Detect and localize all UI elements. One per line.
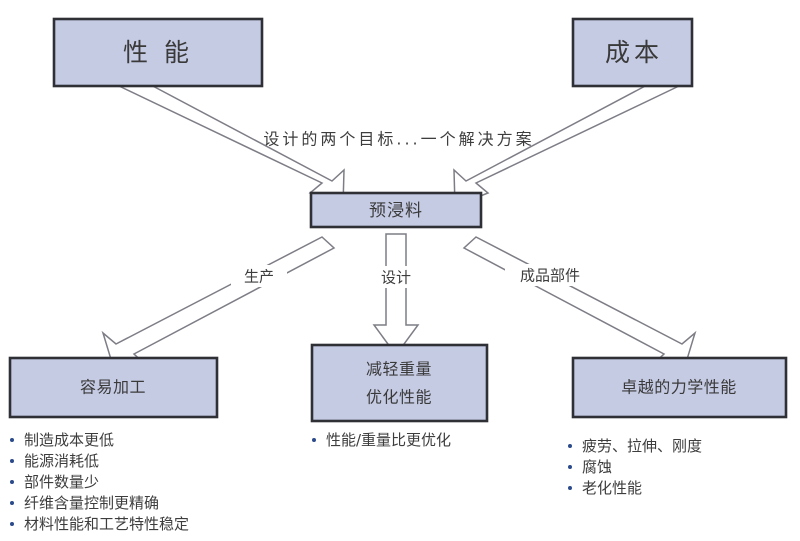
bullet-dot-icon: [10, 522, 14, 526]
node-easy-processing-box: [8, 356, 219, 419]
node-mechanical-performance-box: [571, 356, 788, 419]
list-item-label: 老化性能: [582, 479, 643, 497]
list-item: 老化性能: [566, 478, 702, 499]
list-item: 能源消耗低: [8, 451, 189, 472]
arrow-performance-to-prepreg: [117, 74, 345, 208]
arrow-prepreg-to-weight-performance: [372, 233, 420, 357]
list-item: 腐蚀: [566, 457, 702, 478]
edge-label-manufacturing: 生产: [231, 265, 287, 287]
list-item: 制造成本更低: [8, 430, 189, 451]
list-item: 材料性能和工艺特性稳定: [8, 514, 189, 535]
node-performance-label: 性 能: [123, 38, 193, 67]
bullet-dot-icon: [10, 459, 14, 463]
bullet-dot-icon: [10, 480, 14, 484]
edge-label-finished-part-text: 成品部件: [520, 267, 580, 285]
bullet-dot-icon: [568, 444, 572, 448]
arrow-prepreg-to-mechanical-performance: [462, 236, 697, 367]
list-item-label: 材料性能和工艺特性稳定: [24, 515, 190, 533]
node-performance: 性 能: [52, 17, 264, 88]
edge-label-design: 设计: [369, 266, 423, 288]
node-cost-label: 成本: [605, 38, 663, 67]
node-performance-box: [52, 17, 264, 88]
tagline-text: 设计的两个目标...一个解决方案: [263, 130, 534, 149]
node-prepreg: 预浸料: [309, 191, 483, 229]
node-cost: 成本: [571, 17, 694, 88]
bullet-dot-icon: [568, 486, 572, 490]
list-item-label: 制造成本更低: [24, 431, 115, 449]
arrow-cost-to-prepreg: [453, 74, 681, 208]
node-weight-performance-box: [310, 343, 489, 423]
node-mechanical-performance-label: 卓越的力学性能: [621, 378, 737, 397]
list-item-label: 能源消耗低: [24, 452, 100, 470]
list-item-label: 部件数量少: [24, 473, 100, 491]
node-prepreg-label: 预浸料: [369, 201, 423, 221]
list-item: 性能/重量比更优化: [310, 430, 451, 451]
list-item-label: 疲劳、拉伸、刚度: [582, 437, 703, 455]
node-weight-performance-label-line1: 减轻重量: [366, 360, 432, 379]
node-weight-performance: 减轻重量 优化性能: [310, 343, 489, 423]
bullet-dot-icon: [568, 465, 572, 469]
edge-label-design-text: 设计: [381, 269, 411, 287]
list-item-label: 腐蚀: [582, 458, 613, 476]
list-item-label: 纤维含量控制更精确: [24, 494, 160, 512]
bullet-dot-icon: [10, 438, 14, 442]
edge-label-finished-part-bg: [505, 264, 595, 286]
node-prepreg-box: [309, 191, 483, 229]
node-weight-performance-label-line2: 优化性能: [366, 388, 432, 407]
node-cost-box: [571, 17, 694, 88]
bullet-list-mechanical-performance: 疲劳、拉伸、刚度腐蚀老化性能: [566, 436, 702, 499]
edge-label-finished-part: 成品部件: [505, 264, 595, 286]
node-easy-processing: 容易加工: [8, 356, 219, 419]
list-item: 纤维含量控制更精确: [8, 493, 189, 514]
edge-label-design-bg: [369, 266, 423, 288]
list-item: 疲劳、拉伸、刚度: [566, 436, 702, 457]
node-mechanical-performance: 卓越的力学性能: [571, 356, 788, 419]
bullet-list-weight-performance: 性能/重量比更优化: [310, 430, 451, 451]
list-item-label: 性能/重量比更优化: [326, 431, 452, 449]
node-easy-processing-label: 容易加工: [80, 378, 146, 397]
bullet-dot-icon: [312, 438, 316, 442]
edge-label-manufacturing-text: 生产: [244, 268, 274, 286]
list-item: 部件数量少: [8, 472, 189, 493]
edge-label-manufacturing-bg: [231, 265, 287, 287]
arrow-prepreg-to-easy-processing: [101, 236, 336, 367]
bullet-dot-icon: [10, 501, 14, 505]
bullet-list-easy-processing: 制造成本更低能源消耗低部件数量少纤维含量控制更精确材料性能和工艺特性稳定: [8, 430, 189, 535]
